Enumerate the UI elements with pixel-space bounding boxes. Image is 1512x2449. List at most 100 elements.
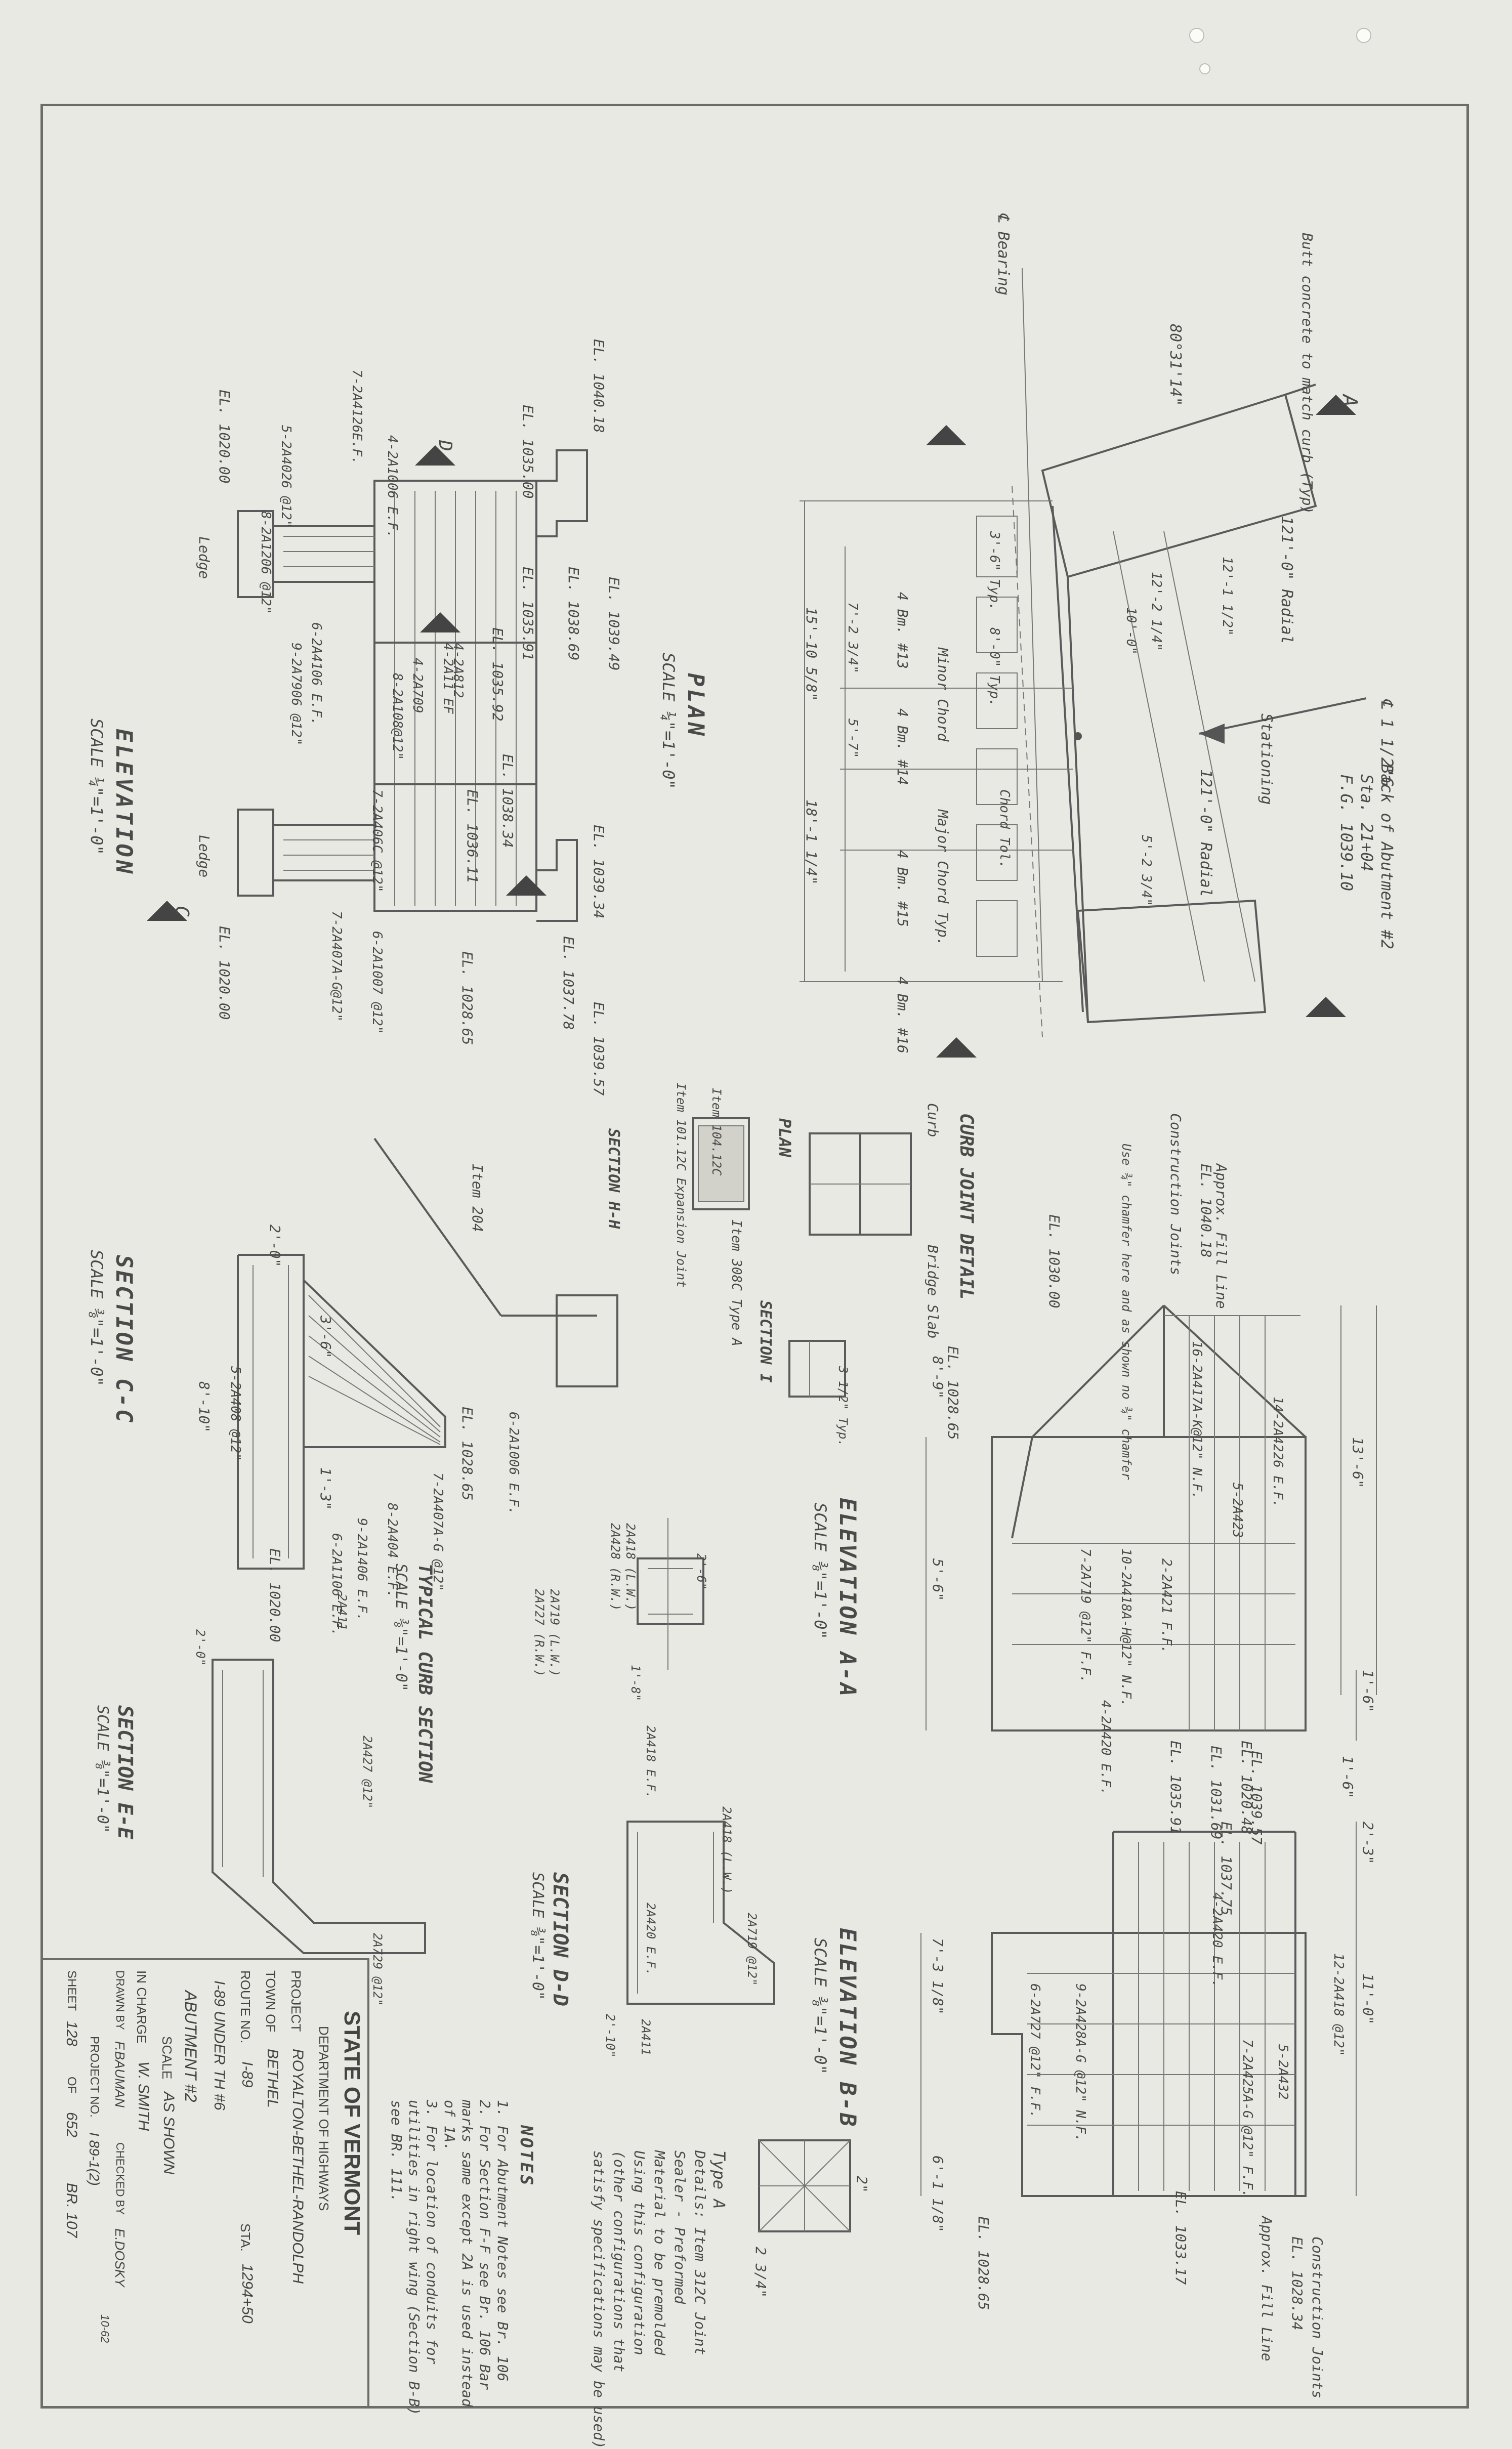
type-a-dim-1: 2" [854, 2176, 870, 2193]
aa-bar-1: 16-2A417A-K@12" N.F. [1189, 1341, 1204, 1500]
back-of-abutment-label: Back of Abutment #2 [1377, 764, 1397, 950]
ledge-label-1: Ledge [196, 536, 213, 579]
el-12: EL. 1020.00 [216, 390, 233, 484]
cc-dim-3: 8'-10" [196, 1381, 213, 1433]
tb-town: BETHEL [264, 2049, 281, 2108]
bb-bar-1: 9-2A428A-G @12" N.F. [1073, 1983, 1088, 2142]
note-line-6: utilities in right wing (Section B-B) [406, 2100, 423, 2416]
tb-sheet-label: SHEET [65, 1970, 78, 2011]
section-dd-scale: SCALE ⅜"=1'-0" [529, 1872, 547, 2000]
curb-joint-title: CURB JOINT DETAIL [956, 1113, 977, 1300]
drawing-border [40, 104, 1469, 2409]
el-11: EL. 1028.65 [459, 951, 476, 1045]
radius-label-1: 121'-0" Radial [1278, 516, 1295, 644]
plan-view [800, 268, 1367, 1058]
bar-5: 9-2A7906 @12" [288, 643, 304, 746]
tb-project-no: I 89-1(2) [87, 2132, 102, 2186]
butt-concrete-note: Butt concrete to match curb (Typ) [1299, 233, 1316, 515]
tb-drawn-label: DRAWN BY [114, 1970, 127, 2030]
typical-curb-view [637, 1518, 704, 1670]
bridge-slab-label: Bridge Slab [925, 1245, 941, 1339]
bb-el-3: EL. 1033.17 [1172, 2191, 1189, 2285]
tb-checked: E.DOSKY [112, 2228, 128, 2287]
type-a-line-2: Sealer - Preformed [671, 2150, 688, 2304]
ee-label-1: 2A411 [335, 1594, 349, 1631]
aa-note-2: Approx. Fill Line [1213, 1164, 1230, 1309]
cc-bar-3: 9-2A1406 E.F. [354, 1518, 369, 1621]
type-a-line-1: Details: Item 312C Joint [692, 2150, 708, 2355]
cl-bearing-label: ℄ Bearing [994, 213, 1012, 295]
el-6: EL. 1038.34 [499, 754, 516, 848]
tb-project: ROYALTON-BETHEL-RANDOLPH [289, 2049, 306, 2284]
aa-dim-3: 5'-6" [930, 1558, 946, 1601]
dd-label-3: 2A420 E.F. [644, 1903, 658, 1976]
elevation-aa-scale: SCALE ⅜"=1'-0" [811, 1503, 830, 1639]
aa-bar-2: 14-2A4226 E.F. [1270, 1397, 1285, 1508]
el-4: EL. 1035.91 [520, 567, 536, 661]
notes-title: NOTES [516, 2125, 536, 2187]
bar-8: 8-2A108@12" [390, 673, 405, 761]
tb-date: 10-62 [99, 2314, 111, 2343]
aa-bar-4: 10-2A418A-H@12" N.F. [1118, 1548, 1133, 1707]
el-9: EL. 1037.78 [560, 936, 577, 1030]
note-line-7: see BR. 111. [388, 2100, 405, 2203]
bar-4: 8-2A1206 @12" [258, 511, 273, 614]
tb-route: I-89 [239, 2061, 256, 2088]
section-dd-title: SECTION D-D [549, 1872, 572, 2006]
bb-dim-4: 2'-3" [1360, 1822, 1376, 1865]
tb-in-charge-label: IN CHARGE [134, 1970, 149, 2044]
fg-label: F.G. 1039.10 [1337, 774, 1356, 892]
plan-dim-3: 7'-2 3/4" [845, 602, 860, 673]
dd-label-6: 2A411 [639, 2019, 653, 2056]
section-cc-view [237, 1137, 618, 1570]
plan-dim-9: 5'-2 3/4" [1139, 835, 1154, 906]
tc-label-4: 2A727 (R.W.) [532, 1589, 547, 1677]
curb-label: Curb [925, 1103, 941, 1137]
bb-el-4: EL. 1028.65 [975, 2216, 992, 2310]
tb-sta: 1294+50 [239, 2264, 256, 2324]
plan-title: PLAN [683, 673, 708, 739]
aa-dim-4: 1'-6" [1360, 1670, 1376, 1713]
bar-1: 7-2A4126E.F. [349, 369, 364, 465]
aa-bar-7: 2-2A421 F.F. [1159, 1558, 1174, 1654]
tb-br: BR. 107 [63, 2183, 80, 2238]
plan-dim-10: 12'-1 1/2" [1220, 557, 1235, 636]
bar-12: 6-2A4106 E.F. [309, 622, 324, 726]
el-14: EL. 1035.00 [520, 405, 536, 499]
bar-9: 7-2A406C @12" [369, 789, 385, 893]
typical-curb-title: TYPICAL CURB SECTION [414, 1564, 435, 1783]
cc-dim-2: 3'-6" [317, 1316, 334, 1359]
item-308c-label: Item 308C Type A [729, 1219, 744, 1346]
note-line-4: of 1A. [441, 2100, 458, 2151]
sta-label: Sta. 21+04 [1357, 774, 1376, 872]
el-2: EL. 1039.49 [606, 577, 622, 671]
tb-in-charge: W. SMITH [135, 2061, 152, 2131]
tb-sta-label: STA. [238, 2223, 253, 2252]
binder-hole-right [1356, 28, 1371, 43]
aa-el-6: EL. 1035.91 [1167, 1741, 1184, 1835]
bb-note-1: Construction Joints [1309, 2236, 1326, 2399]
plan-scale: SCALE ¼"=1'-0" [659, 653, 678, 789]
ee-label-4: 2A729 @12" [370, 1933, 385, 2006]
bm16-label: 4 Bm. #16 [894, 977, 911, 1053]
tb-dept: DEPARTMENT OF HIGHWAYS [316, 2026, 331, 2211]
bb-el-1: EL. 1039.57 [1248, 1751, 1265, 1845]
curb-joint-view [692, 1117, 912, 1398]
bb-dim-5: 1'-6" [1339, 1756, 1356, 1799]
typical-curb-scale: SCALE ⅜"=1'-0" [392, 1564, 410, 1692]
item-204-label: Item 204 [469, 1164, 486, 1232]
bb-bar-6: 7-2A425A-G @12" F.F. [1240, 2039, 1255, 2198]
note-line-1: 1. For Abutment Notes see Br. 106 [494, 2100, 511, 2382]
aa-el-2: EL. 1030.00 [1046, 1214, 1063, 1308]
section-ee-view [212, 1659, 426, 1954]
tb-route-label: ROUTE NO. [238, 1970, 253, 2044]
bb-bar-2: 6-2A727 @12" F.F. [1027, 1983, 1042, 2119]
section-cc-title: SECTION C-C [111, 1255, 137, 1425]
bar-2: 4-2A1006 E.F. [385, 435, 400, 538]
type-a-line-5: (other configurations that [611, 2150, 627, 2373]
el-13: EL. 1020.00 [216, 926, 233, 1020]
elevation-title: ELEVATION [111, 729, 137, 877]
section-ee-scale: SCALE ⅜"=1'-0" [94, 1705, 111, 1833]
tc-label-6: 2'-6" [694, 1553, 708, 1590]
